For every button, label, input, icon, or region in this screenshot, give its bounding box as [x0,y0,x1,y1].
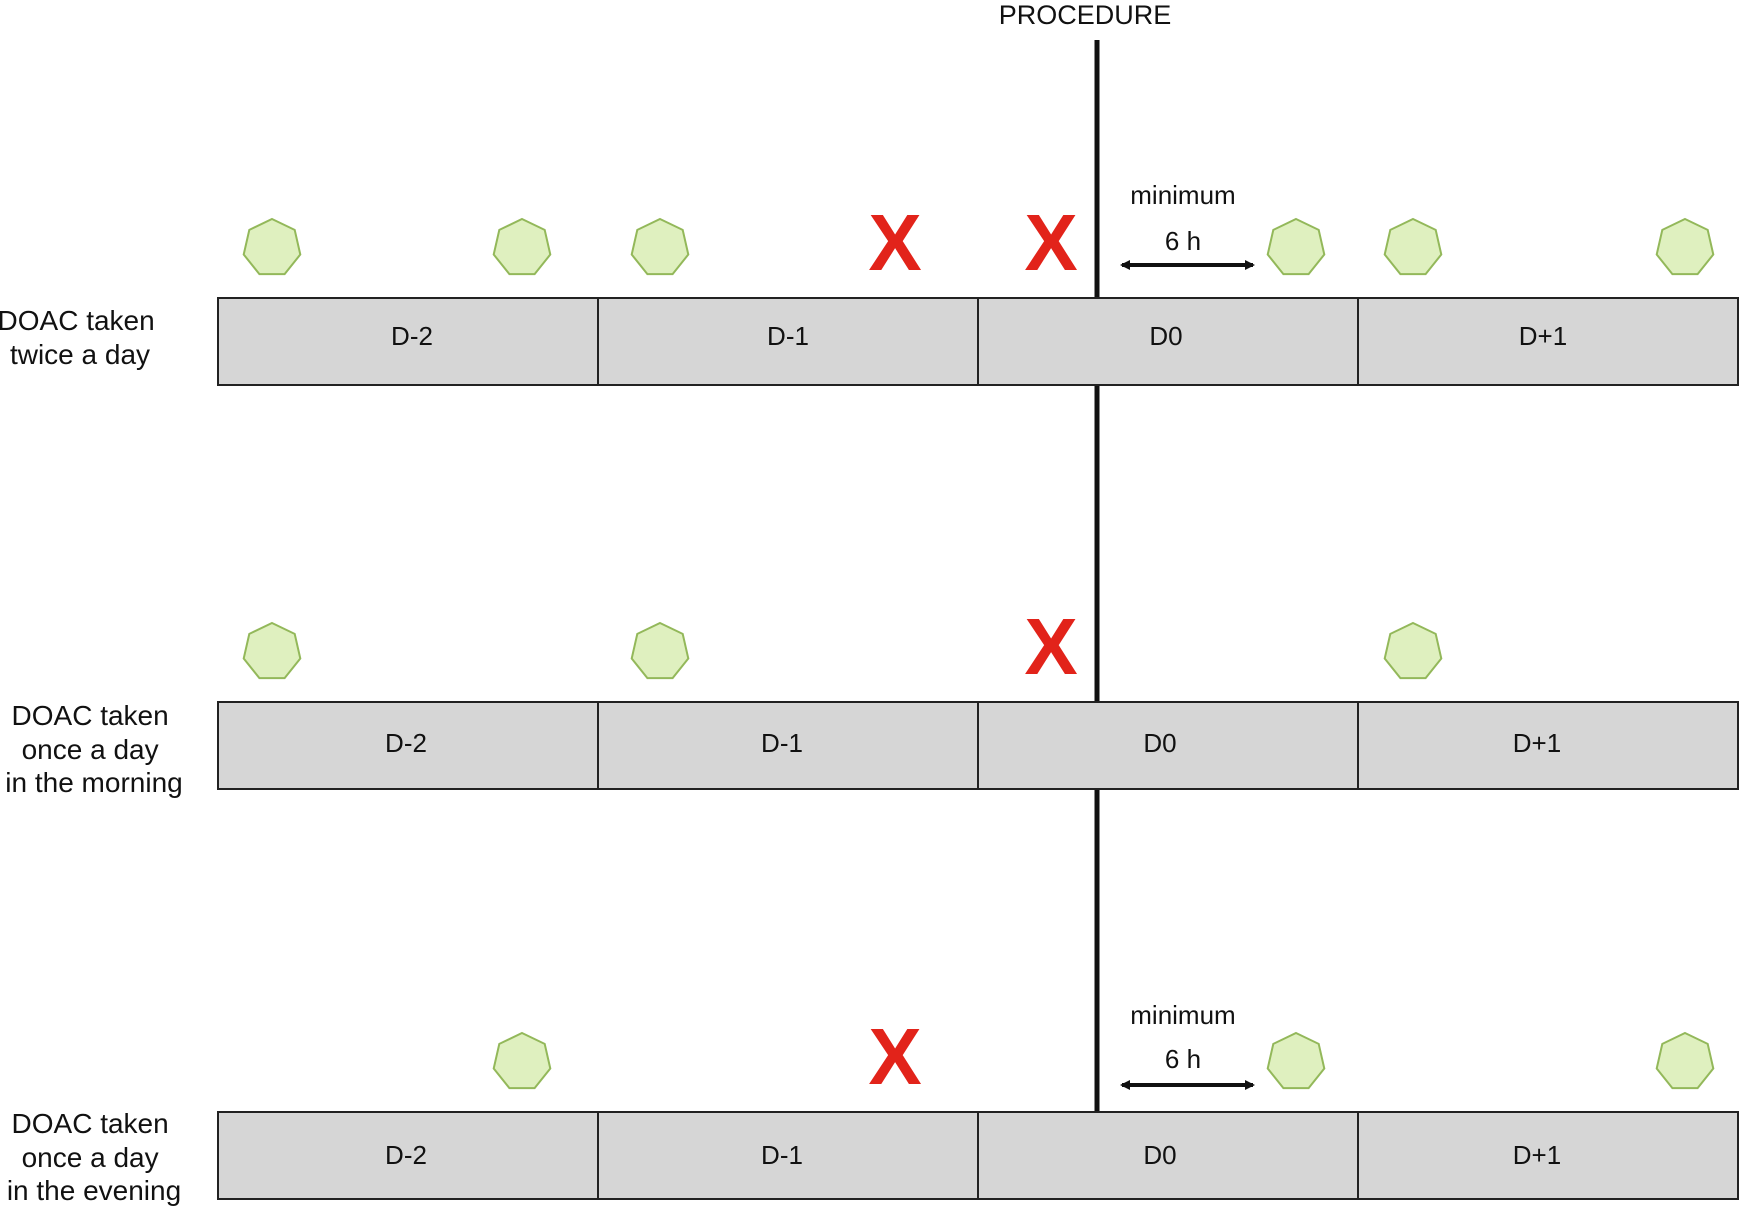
day-label-d0: D0 [1143,1140,1176,1170]
interval-note-line: minimum [1130,180,1235,210]
heptagon-pill-icon [1655,217,1715,276]
row-label: DOAC taken once a day in the evening [7,1108,181,1206]
day-label-d-1: D-1 [761,1140,803,1170]
day-label-d-1: D-1 [761,728,803,758]
day-label-d+1: D+1 [1513,728,1561,758]
day-box-d-1 [597,297,979,386]
row-label-line: twice a day [10,339,150,370]
day-box-d0 [977,297,1359,386]
day-box-d0 [977,1111,1359,1200]
day-boxes [217,1111,1739,1200]
day-box-d+1 [1357,701,1739,790]
day-label-d+1: D+1 [1513,1140,1561,1170]
row-once-a-day-morning: DOAC taken once a day in the morning D-2… [5,602,1739,798]
heptagon-pill-icon [492,217,552,276]
day-boxes [217,701,1739,790]
procedure-label: PROCEDURE [999,0,1172,30]
row-label-line: in the evening [7,1175,181,1206]
day-box-d+1 [1357,1111,1739,1200]
row-label: DOAC taken twice a day [0,305,162,370]
row-label: DOAC taken once a day in the morning [5,700,182,798]
row-label-line: once a day [22,1142,159,1173]
day-box-d-2 [217,1111,599,1200]
day-label-d+1: D+1 [1519,321,1567,351]
day-box-d-1 [597,1111,979,1200]
row-label-line: DOAC taken [12,700,169,731]
day-box-d+1 [1357,297,1739,386]
heptagon-pill-icon [1266,1031,1326,1090]
day-label-d-2: D-2 [391,321,433,351]
row-label-line: DOAC taken [12,1108,169,1139]
row-label-line: in the morning [5,767,182,798]
interval-note-line: 6 h [1165,1044,1201,1074]
heptagon-pill-icon [242,621,302,680]
interval-note-line: minimum [1130,1000,1235,1030]
interval-note-line: 6 h [1165,226,1201,256]
day-label-d0: D0 [1143,728,1176,758]
heptagon-pill-icon [630,621,690,680]
red-x-icon: X [1024,198,1077,287]
heptagon-pill-icon [1383,621,1443,680]
heptagon-pill-icon [630,217,690,276]
day-box-d-1 [597,701,979,790]
day-box-d0 [977,701,1359,790]
day-label-d-2: D-2 [385,1140,427,1170]
red-x-icon: X [868,198,921,287]
red-x-icon: X [1024,602,1077,691]
row-label-line: once a day [22,734,159,765]
row-label-line: DOAC taken [0,305,155,336]
heptagon-pill-icon [1383,217,1443,276]
day-label-d-2: D-2 [385,728,427,758]
heptagon-pill-icon [1266,217,1326,276]
red-x-icon: X [868,1012,921,1101]
heptagon-pill-icon [1655,1031,1715,1090]
row-twice-a-day: DOAC taken twice a day D-2 D-1 D0 D+1 X … [0,180,1739,386]
heptagon-pill-icon [242,217,302,276]
day-boxes [217,297,1739,386]
day-label-d-1: D-1 [767,321,809,351]
day-label-d0: D0 [1149,321,1182,351]
row-once-a-day-evening: DOAC taken once a day in the evening D-2… [7,1000,1739,1206]
heptagon-pill-icon [492,1031,552,1090]
